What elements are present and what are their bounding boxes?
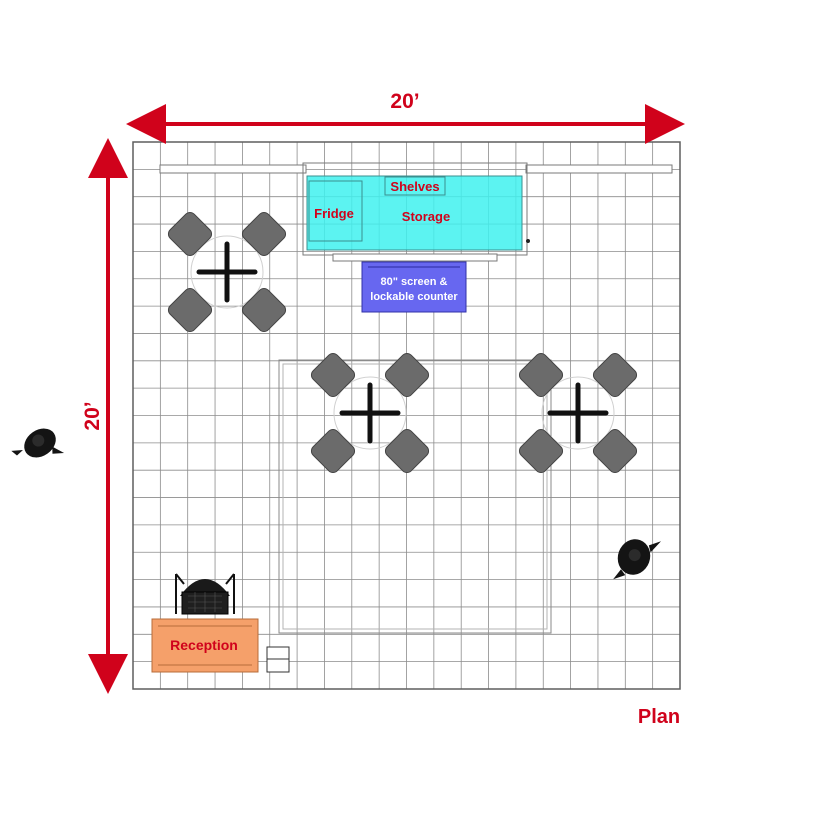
fridge-label: Fridge bbox=[314, 206, 354, 221]
chair bbox=[592, 352, 638, 398]
shelves-label: Shelves bbox=[390, 179, 439, 194]
chair bbox=[167, 287, 213, 333]
chair bbox=[310, 352, 356, 398]
plan-label: Plan bbox=[638, 706, 680, 728]
chair bbox=[384, 428, 430, 474]
person-left-icon bbox=[11, 428, 65, 458]
chair bbox=[592, 428, 638, 474]
table-chair-group-icon bbox=[310, 352, 430, 474]
fridge-box bbox=[308, 180, 363, 242]
screen-counter-box bbox=[361, 261, 467, 313]
door-handle bbox=[526, 239, 530, 243]
back-wall-rails bbox=[159, 162, 673, 256]
reception-desk bbox=[151, 618, 259, 673]
chair bbox=[167, 211, 213, 257]
person-right-icon bbox=[613, 539, 662, 580]
counter-ledge bbox=[332, 253, 498, 262]
width-dimension-label: 20’ bbox=[390, 90, 419, 113]
carpet-area bbox=[278, 359, 552, 634]
round-table bbox=[541, 376, 615, 450]
stool-icon bbox=[266, 646, 290, 673]
chair bbox=[310, 428, 356, 474]
table-chair-group-icon bbox=[167, 211, 287, 333]
chair bbox=[384, 352, 430, 398]
screen-label-line1: 80" screen & bbox=[381, 276, 448, 288]
storage-label: Storage bbox=[402, 209, 450, 224]
chair bbox=[518, 428, 564, 474]
screen-label-line2: lockable counter bbox=[370, 291, 458, 303]
chair bbox=[241, 287, 287, 333]
shelves-box bbox=[384, 176, 446, 196]
table-groups bbox=[167, 211, 638, 474]
table-chair-group-icon bbox=[518, 352, 638, 474]
carpet-area-inner bbox=[282, 363, 548, 630]
depth-dimension-label: 20’ bbox=[81, 401, 104, 430]
chair bbox=[241, 211, 287, 257]
office-chair-icon bbox=[175, 573, 235, 615]
round-table bbox=[333, 376, 407, 450]
storage-area bbox=[306, 175, 523, 251]
chair bbox=[518, 352, 564, 398]
round-table bbox=[190, 235, 264, 309]
reception-label: Reception bbox=[170, 637, 238, 653]
